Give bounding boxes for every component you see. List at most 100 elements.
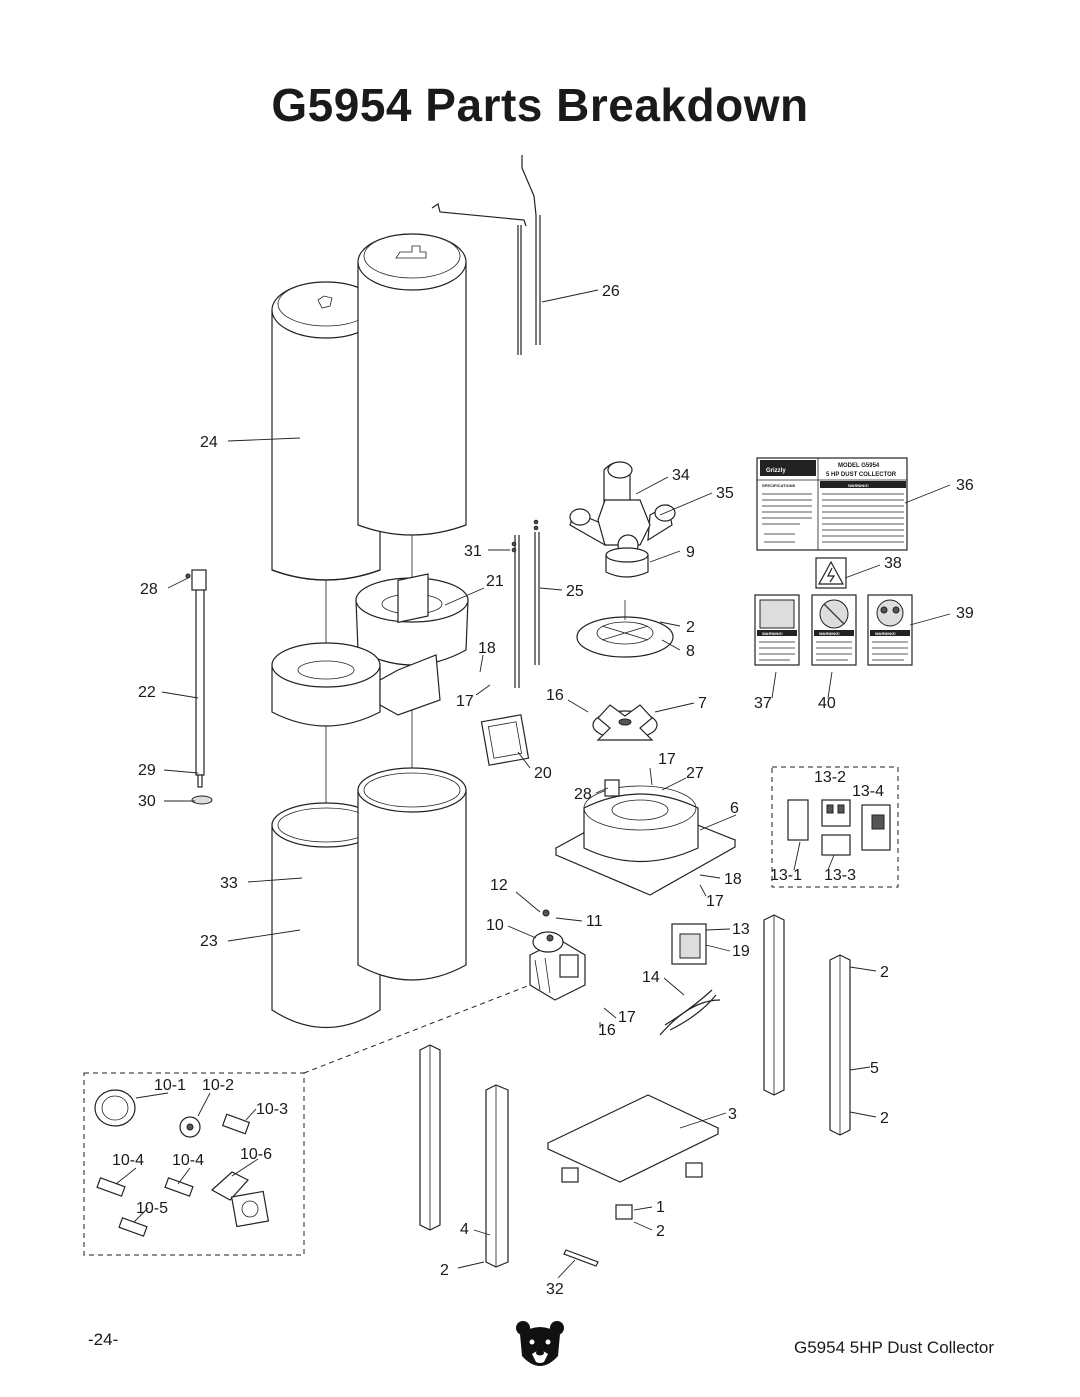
decal-brand: Grizzly [766, 468, 786, 474]
decal-electrical-38 [815, 557, 847, 589]
part-label-38: 38 [884, 555, 902, 572]
part-label-2-base: 2 [656, 1223, 665, 1240]
part-label-6: 6 [730, 800, 739, 817]
hanger-rods [431, 155, 541, 688]
blower-housing-6 [554, 779, 737, 896]
decal-warning-label-2: WARNING! [819, 631, 840, 636]
part-label-32: 32 [546, 1281, 564, 1298]
part-label-28-housing: 28 [574, 786, 592, 803]
part-label-10: 10 [486, 917, 504, 934]
part-label-10-3: 10-3 [256, 1101, 288, 1118]
gasket-20 [480, 714, 530, 766]
decal-warning-label-3: WARNING! [875, 631, 896, 636]
part-label-23: 23 [200, 933, 218, 950]
part-label-37: 37 [754, 695, 772, 712]
part-label-14: 14 [642, 969, 660, 986]
part-label-10-4-left: 10-4 [112, 1152, 144, 1169]
part-label-1: 1 [656, 1199, 665, 1216]
part-label-27: 27 [686, 765, 704, 782]
part-label-21: 21 [486, 573, 504, 590]
part-label-19: 19 [732, 943, 750, 960]
part-label-2-leg: 2 [440, 1262, 449, 1279]
part-label-10-2: 10-2 [202, 1077, 234, 1094]
leg-right-back [763, 914, 785, 1096]
decal-warning-40: WARNING! [811, 594, 857, 666]
part-label-8: 8 [686, 643, 695, 660]
part-label-4: 4 [460, 1221, 469, 1238]
part-label-2-right-lower: 2 [880, 1110, 889, 1127]
part-label-3: 3 [728, 1106, 737, 1123]
part-label-36: 36 [956, 477, 974, 494]
leg-left-front [419, 1044, 441, 1231]
leg-right-front [829, 954, 851, 1136]
part-label-17-right: 17 [706, 893, 724, 910]
footer-model-text: G5954 5HP Dust Collector [793, 1338, 994, 1357]
part-label-18-upper: 18 [478, 640, 496, 657]
part-label-13-3: 13-3 [824, 867, 856, 884]
part-label-11: 11 [586, 913, 603, 930]
part-label-17-motor: 17 [618, 1009, 636, 1026]
page-number: -24- [88, 1330, 119, 1349]
filter-bag-24 [271, 281, 381, 581]
part-label-34: 34 [672, 467, 690, 484]
part-label-2-upper: 2 [686, 619, 695, 636]
part-label-33: 33 [220, 875, 238, 892]
part-label-35: 35 [716, 485, 734, 502]
decal-warning-37: WARNING! [754, 594, 800, 666]
motor-parts-10 [94, 1089, 270, 1237]
impeller-7 [592, 704, 658, 741]
part-label-10-6: 10-6 [240, 1146, 272, 1163]
motor-detail-leader [303, 984, 531, 1074]
wrench-32 [563, 1249, 599, 1267]
part-label-7: 7 [698, 695, 707, 712]
page-title: G5954 Parts Breakdown [271, 79, 809, 131]
part-label-10-1: 10-1 [154, 1077, 186, 1094]
collection-bag-23 [271, 802, 381, 1029]
part-label-16-motor: 16 [598, 1022, 616, 1039]
motor-parts-detail-box [83, 1072, 305, 1256]
switch-parts-13 [787, 799, 891, 856]
decal-spec-36: Grizzly MODEL G5954 5 HP DUST COLLECTOR … [756, 457, 908, 551]
part-label-28-upper: 28 [140, 581, 158, 598]
part-label-40: 40 [818, 695, 836, 712]
part-label-29: 29 [138, 762, 156, 779]
support-rod-22 [185, 569, 213, 805]
part-label-26: 26 [602, 283, 620, 300]
part-label-5: 5 [870, 1060, 879, 1077]
part-label-13: 13 [732, 921, 750, 938]
bear-head-icon [516, 1321, 564, 1366]
drum-ring-inlet [271, 573, 441, 727]
decal-model: MODEL G5954 [838, 463, 880, 469]
decal-warning-label-1: WARNING! [762, 631, 783, 636]
part-label-31: 31 [464, 543, 482, 560]
part-label-30: 30 [138, 793, 156, 810]
part-label-39: 39 [956, 605, 974, 622]
part-label-20: 20 [534, 765, 552, 782]
part-label-24: 24 [200, 434, 218, 451]
inlet-plate-8 [576, 600, 674, 658]
decal-specs-header: SPECIFICATIONS [762, 483, 796, 488]
collar-ring-21 [355, 577, 469, 666]
part-number-labels: 26 24 34 35 36 31 9 38 28 21 25 2 39 18 … [112, 283, 974, 1298]
collection-bag-lower-right [357, 767, 467, 981]
switch-box-13 [671, 923, 707, 965]
part-label-16-upper: 16 [546, 687, 564, 704]
part-label-12: 12 [490, 877, 508, 894]
part-label-17-housing: 17 [658, 751, 676, 768]
part-label-13-1: 13-1 [770, 867, 802, 884]
decal-safety-39: WARNING! [867, 594, 913, 666]
leader-lines [115, 289, 951, 1279]
part-label-22: 22 [138, 684, 156, 701]
part-label-2-right-upper: 2 [880, 964, 889, 981]
part-label-25: 25 [566, 583, 584, 600]
base-plate-3 [546, 1094, 720, 1220]
part-label-13-2: 13-2 [814, 769, 846, 786]
part-label-13-4: 13-4 [852, 783, 884, 800]
leg-left-back-4 [485, 1084, 509, 1268]
decal-subtitle: 5 HP DUST COLLECTOR [826, 472, 897, 478]
part-label-9: 9 [686, 544, 695, 561]
part-label-10-5: 10-5 [136, 1200, 168, 1217]
switch-detail-box [771, 766, 899, 888]
part-label-18-housing: 18 [724, 871, 742, 888]
